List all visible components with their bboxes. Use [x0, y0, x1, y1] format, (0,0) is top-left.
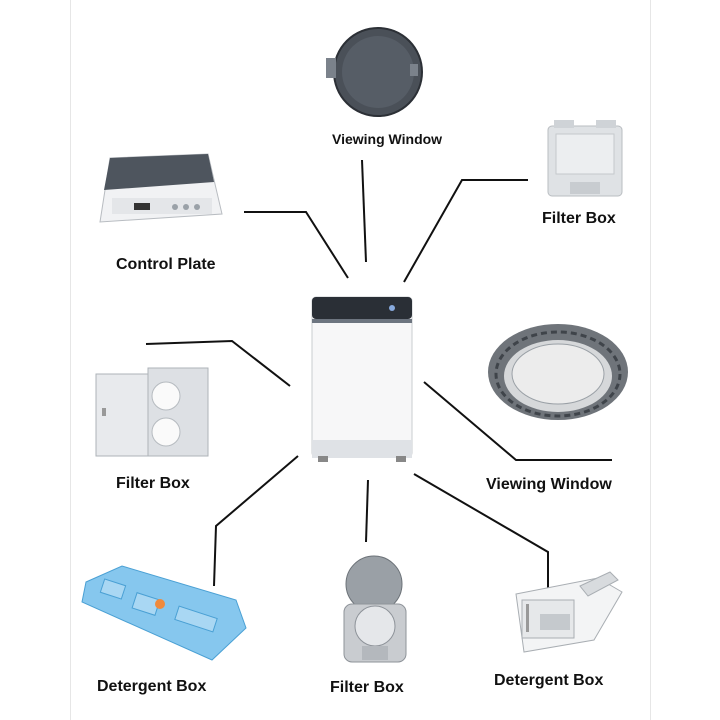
- connector-filter-box-left: [145, 339, 291, 387]
- label-detergent-box-right: Detergent Box: [494, 672, 604, 689]
- connector-filter-box-bottom: [365, 479, 369, 543]
- label-viewing-window-right: Viewing Window: [486, 476, 612, 493]
- connector-detergent-box-left: [213, 455, 299, 587]
- washing-machine: [311, 296, 413, 462]
- right-edge-line: [650, 0, 651, 720]
- label-control-plate: Control Plate: [116, 256, 216, 273]
- connector-viewing-window-right: [423, 381, 612, 461]
- viewing-window-right-image: [488, 324, 628, 420]
- filter-box-bottom-image: [343, 555, 407, 663]
- detergent-box-left-image: [81, 565, 247, 661]
- filter-box-top-right-image: [547, 120, 623, 197]
- connector-lines: [145, 159, 612, 590]
- connector-control-plate: [244, 211, 349, 279]
- detergent-box-right-image: [515, 571, 623, 653]
- connector-viewing-window-top: [361, 159, 367, 263]
- label-viewing-window-top: Viewing Window: [332, 131, 443, 147]
- label-filter-box-bottom: Filter Box: [330, 679, 404, 696]
- control-plate-image: [99, 153, 223, 223]
- label-filter-box-left: Filter Box: [116, 475, 190, 492]
- viewing-window-top-image: [326, 27, 423, 117]
- connector-filter-box-top-right: [403, 179, 528, 283]
- label-detergent-box-left: Detergent Box: [97, 678, 207, 695]
- label-filter-box-top-right: Filter Box: [542, 210, 616, 227]
- filter-box-left-image: [95, 367, 209, 457]
- connector-detergent-box-right: [413, 473, 549, 590]
- left-edge-line: [70, 0, 71, 720]
